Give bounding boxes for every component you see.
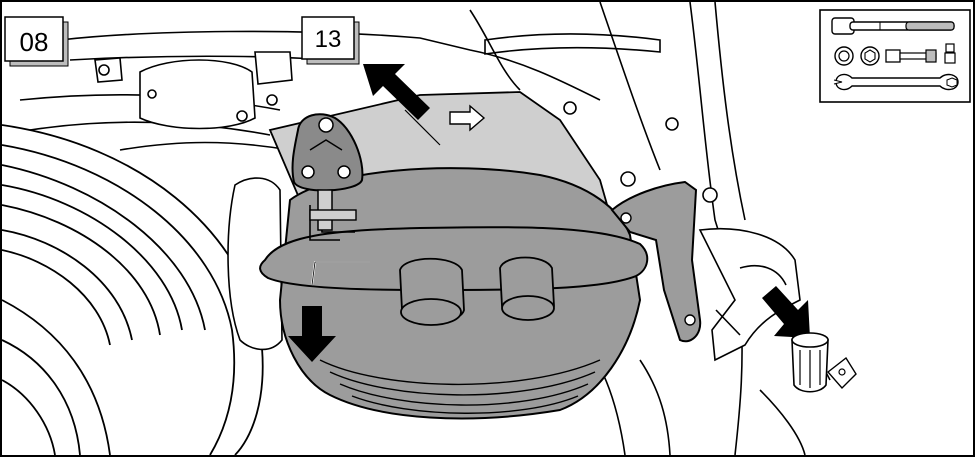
chassis-holes	[563, 101, 718, 203]
lower-arrow-icon	[288, 306, 336, 362]
lift-arrow-icon	[363, 64, 430, 120]
callout-number-label: 13	[301, 16, 360, 65]
ratchet-wrench-icon	[831, 17, 955, 35]
callout-number-text: 13	[315, 26, 342, 53]
small-socket-icon	[944, 43, 956, 64]
shield-direction-arrow-icon	[449, 104, 486, 132]
extension-bar-icon	[885, 49, 937, 63]
mud-flap	[227, 177, 283, 351]
rear-bumper-panel	[698, 227, 801, 362]
combination-wrench-icon	[833, 73, 959, 91]
tools-panel	[819, 9, 971, 103]
mount-bracket	[94, 51, 293, 130]
removed-isolator	[791, 332, 857, 393]
remove-arrow-icon	[762, 286, 810, 338]
bracket-bolt-icon	[620, 212, 632, 224]
socket-icon	[834, 46, 854, 66]
step-number-text: 08	[20, 27, 49, 57]
step-number-label: 08	[4, 16, 69, 67]
muffler-bracket	[610, 180, 702, 343]
rear-muffler	[259, 167, 649, 420]
rubber-hanger	[291, 113, 364, 231]
socket-hex-icon	[860, 46, 880, 66]
